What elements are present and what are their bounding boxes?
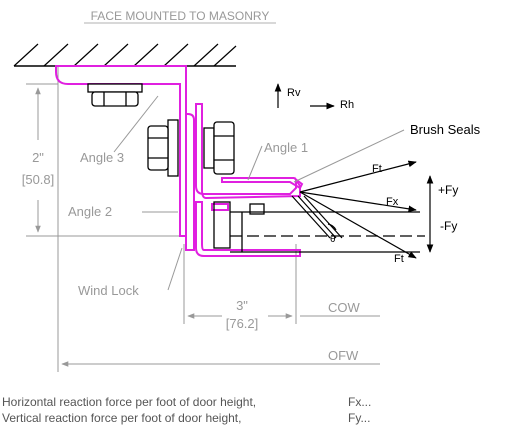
note-text: Vertical reaction force per foot of door…	[2, 411, 242, 425]
angle-1-label: Angle 1	[264, 140, 308, 155]
angle-1	[185, 103, 301, 251]
wind-lock	[195, 201, 301, 257]
angle-3-label: Angle 3	[80, 150, 124, 165]
minus-fy-label: -Fy	[440, 219, 457, 233]
rv-label: Rv	[287, 87, 301, 99]
bolt-middle-right	[203, 121, 235, 175]
angle-3	[55, 65, 187, 237]
ofw-label: OFW	[328, 348, 359, 363]
theta-label: θ	[330, 234, 336, 245]
note-horizontal: Horizontal reaction force per foot of do…	[2, 394, 502, 410]
notes: Horizontal reaction force per foot of do…	[2, 394, 502, 426]
ft-bottom-label: Ft	[394, 253, 404, 265]
note-symbol: Fy...	[348, 411, 371, 425]
bolt-top	[87, 83, 143, 107]
brush-seals-label: Brush Seals	[410, 122, 481, 137]
rh-label: Rh	[340, 99, 354, 111]
width-dimension-in: 3"	[236, 298, 248, 313]
note-symbol: Fx...	[348, 395, 372, 409]
plus-fy-label: +Fy	[438, 183, 458, 197]
angle-2	[221, 177, 304, 190]
angle-2-label: Angle 2	[68, 204, 112, 219]
fx-label: Fx	[386, 196, 399, 208]
leader-lines	[113, 95, 405, 291]
note-text: Horizontal reaction force per foot of do…	[2, 395, 257, 409]
width-dimension-mm: [76.2]	[226, 316, 259, 331]
diagram-title: FACE MOUNTED TO MASONRY	[91, 9, 270, 23]
wind-lock-label: Wind Lock	[78, 283, 139, 298]
bolt-middle-left	[147, 119, 179, 177]
ft-top-label: Ft	[372, 163, 382, 175]
masonry-surface	[13, 43, 237, 67]
dimension-lines	[26, 66, 380, 372]
door-channel	[213, 201, 420, 253]
height-dimension-mm: [50.8]	[22, 172, 55, 187]
cow-label: COW	[328, 300, 361, 315]
note-vertical: Vertical reaction force per foot of door…	[2, 410, 502, 426]
force-vectors	[274, 83, 434, 259]
height-dimension-in: 2"	[32, 150, 44, 165]
